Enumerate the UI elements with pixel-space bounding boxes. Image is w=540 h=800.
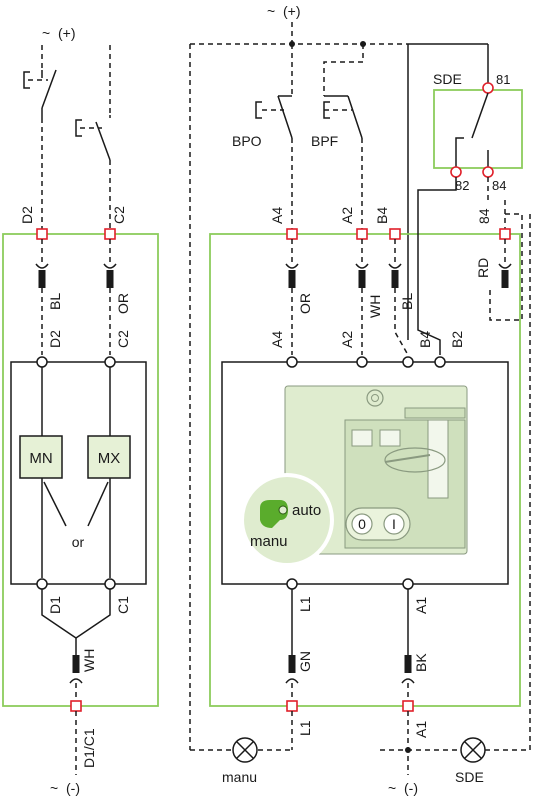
sde-pin-82: 82 bbox=[455, 178, 469, 193]
inner-terminal-A2 bbox=[356, 356, 368, 368]
left-supply-tilde: ~ bbox=[42, 25, 50, 41]
terminal-label-A4: A4 bbox=[269, 207, 285, 224]
terminal-84 bbox=[499, 228, 511, 240]
inner-terminal-B4 bbox=[402, 356, 414, 368]
terminal-A4 bbox=[286, 228, 298, 240]
coil-MN bbox=[19, 435, 63, 479]
terminal-label-A1: A1 bbox=[413, 721, 429, 738]
terminal-B4 bbox=[389, 228, 401, 240]
inner-terminal-L1 bbox=[286, 578, 298, 590]
inner-terminal-D1 bbox=[36, 578, 48, 590]
or-label: or bbox=[72, 534, 85, 550]
connector-plug-B4 bbox=[391, 270, 399, 288]
inner-label-A1: A1 bbox=[413, 597, 429, 614]
sde-terminal-84 bbox=[482, 166, 494, 178]
coil-label-MN: MN bbox=[29, 450, 52, 467]
terminal-C2 bbox=[104, 228, 116, 240]
inner-label-B2: B2 bbox=[449, 331, 465, 348]
inner-label-D1: D1 bbox=[47, 596, 63, 614]
sde-switch-frame bbox=[433, 89, 523, 169]
wire-color-RD-right: RD bbox=[475, 258, 491, 278]
sde-terminal-82 bbox=[450, 166, 462, 178]
left-inner-box bbox=[10, 361, 147, 585]
button-off bbox=[351, 513, 373, 535]
terminal-label-L1: L1 bbox=[297, 720, 313, 736]
connector-plug-A2 bbox=[358, 270, 366, 288]
switch-label-BPF: BPF bbox=[311, 133, 338, 149]
terminal-L1 bbox=[286, 700, 298, 712]
connector-plug-left-bottom bbox=[72, 655, 80, 673]
wire-color-WH-left: WH bbox=[81, 649, 97, 672]
wire-color-GN: GN bbox=[297, 651, 313, 672]
connector-plug-left-1 bbox=[38, 270, 46, 288]
right-supply-minus: (-) bbox=[404, 780, 418, 796]
wire-color-BK: BK bbox=[413, 653, 429, 672]
sde-pin-84: 84 bbox=[492, 178, 506, 193]
terminal-label-B4: B4 bbox=[374, 207, 390, 224]
right-supply-tilde: ~ bbox=[267, 3, 275, 19]
junction-bottom bbox=[405, 747, 411, 753]
inner-terminal-D2 bbox=[36, 356, 48, 368]
sde-terminal-81 bbox=[482, 82, 494, 94]
inner-terminal-B2 bbox=[434, 356, 446, 368]
terminal-label-C2: C2 bbox=[111, 206, 127, 224]
terminal-label-D1C1: D1/C1 bbox=[81, 728, 97, 768]
terminal-D2 bbox=[36, 228, 48, 240]
inner-terminal-C1 bbox=[104, 578, 116, 590]
button-off-label: 0 bbox=[358, 516, 366, 532]
lamp-label-manu: manu bbox=[222, 769, 257, 785]
inner-terminal-A1 bbox=[402, 578, 414, 590]
mode-manu-label: manu bbox=[250, 533, 288, 550]
sde-label: SDE bbox=[433, 71, 462, 87]
inner-label-A4: A4 bbox=[269, 331, 285, 348]
lamp-label-sde: SDE bbox=[455, 769, 484, 785]
right-supply-plus: (+) bbox=[283, 3, 301, 19]
connector-plug-L1 bbox=[288, 655, 296, 673]
connector-plug-A4 bbox=[288, 270, 296, 288]
inner-label-A2: A2 bbox=[339, 331, 355, 348]
wire-color-BL-right: BL bbox=[399, 293, 415, 310]
button-on-label: I bbox=[392, 516, 396, 532]
inner-label-C1: C1 bbox=[115, 596, 131, 614]
terminal-A1 bbox=[402, 700, 414, 712]
left-supply-tilde-minus: ~ bbox=[50, 780, 58, 796]
wire-color-OR-left: OR bbox=[115, 293, 131, 314]
inner-label-B4: B4 bbox=[417, 331, 433, 348]
inner-label-D2: D2 bbox=[47, 330, 63, 348]
coil-label-MX: MX bbox=[98, 450, 121, 467]
connector-plug-A1 bbox=[404, 655, 412, 673]
terminal-label-D2: D2 bbox=[19, 206, 35, 224]
wire-color-OR-right: OR bbox=[297, 293, 313, 314]
coil-MX bbox=[87, 435, 131, 479]
right-module: BPO BPF SDE 81 82 84 A4 A2 bbox=[189, 22, 531, 785]
mode-auto-label: auto bbox=[292, 502, 321, 519]
inner-label-L1: L1 bbox=[297, 596, 313, 612]
button-on bbox=[383, 513, 405, 535]
left-module: D2 C2 BL OR D2 C2 MN MX or D1 C bbox=[2, 45, 159, 775]
inner-label-C2: C2 bbox=[115, 330, 131, 348]
terminal-label-A2: A2 bbox=[339, 207, 355, 224]
terminal-label-84: 84 bbox=[476, 208, 492, 224]
connector-plug-84 bbox=[501, 270, 509, 288]
right-supply-tilde-minus: ~ bbox=[388, 780, 396, 796]
terminal-A2 bbox=[356, 228, 368, 240]
terminal-D1C1 bbox=[70, 700, 82, 712]
mode-selector bbox=[240, 473, 334, 567]
left-supply-plus: (+) bbox=[58, 25, 76, 41]
wire-color-WH-right: WH bbox=[367, 295, 383, 318]
switch-label-BPO: BPO bbox=[232, 133, 262, 149]
connector-plug-left-2 bbox=[106, 270, 114, 288]
inner-terminal-A4 bbox=[286, 356, 298, 368]
inner-terminal-C2 bbox=[104, 356, 116, 368]
sde-pin-81: 81 bbox=[496, 72, 510, 87]
wire-color-BL-left: BL bbox=[47, 293, 63, 310]
left-supply-minus: (-) bbox=[66, 780, 80, 796]
